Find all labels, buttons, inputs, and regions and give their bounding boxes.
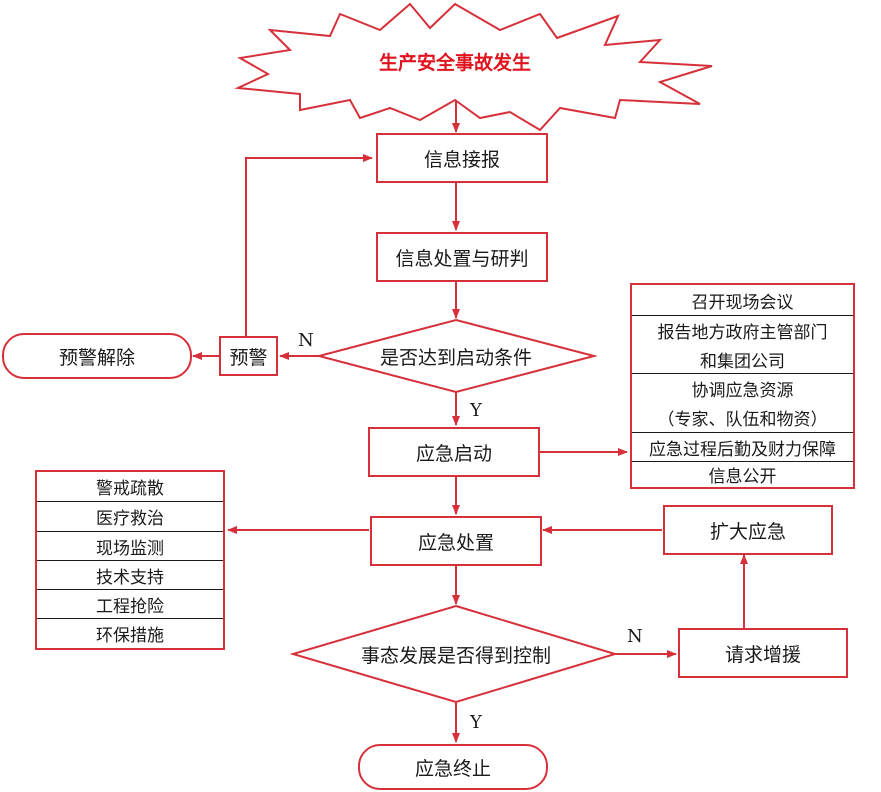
- list-item: 现场监测: [37, 532, 223, 561]
- label-n-warning: N: [298, 330, 314, 351]
- decision-control-label: 事态发展是否得到控制: [360, 644, 551, 667]
- list-item: 工程抢险: [37, 590, 223, 619]
- info-process-node: 信息处置与研判: [376, 232, 548, 282]
- start-event-label: 生产安全事故发生: [378, 51, 531, 74]
- emergency-end-node: 应急终止: [358, 744, 548, 790]
- decision-start-label: 是否达到启动条件: [379, 346, 532, 369]
- list-item: 医疗救治: [37, 502, 223, 532]
- list-item: 警戒疏散: [37, 472, 223, 502]
- label-n-request: N: [627, 626, 643, 647]
- list-item: 召开现场会议: [632, 285, 853, 316]
- list-item: 环保措施: [96, 626, 164, 646]
- label-y-start: Y: [470, 400, 482, 421]
- arrow-warning-loop: [245, 154, 373, 338]
- emergency-handle-node: 应急处置: [370, 516, 542, 566]
- response-actions-list: 召开现场会议 报告地方政府主管部门 和集团公司 协调应急资源 （专家、队伍和物资…: [630, 283, 855, 489]
- emergency-start-node: 应急启动: [368, 427, 540, 477]
- list-item: 报告地方政府主管部门: [657, 323, 828, 343]
- label-y-end: Y: [470, 712, 482, 733]
- list-item: 信息公开: [708, 467, 777, 487]
- request-support-node: 请求增援: [678, 628, 848, 678]
- list-item: （专家、队伍和物资）: [632, 403, 853, 433]
- list-item: 和集团公司: [632, 345, 853, 374]
- info-receive-node: 信息接报: [376, 133, 548, 183]
- list-item: 应急过程后勤及财力保障: [632, 433, 853, 462]
- list-item: 协调应急资源: [691, 381, 794, 401]
- warning-node: 预警: [219, 336, 278, 376]
- expand-emergency-node: 扩大应急: [663, 505, 833, 555]
- warning-release-node: 预警解除: [2, 333, 192, 379]
- list-item: 技术支持: [37, 561, 223, 590]
- onsite-actions-list: 警戒疏散 医疗救治 现场监测 技术支持 工程抢险 环保措施: [35, 470, 225, 650]
